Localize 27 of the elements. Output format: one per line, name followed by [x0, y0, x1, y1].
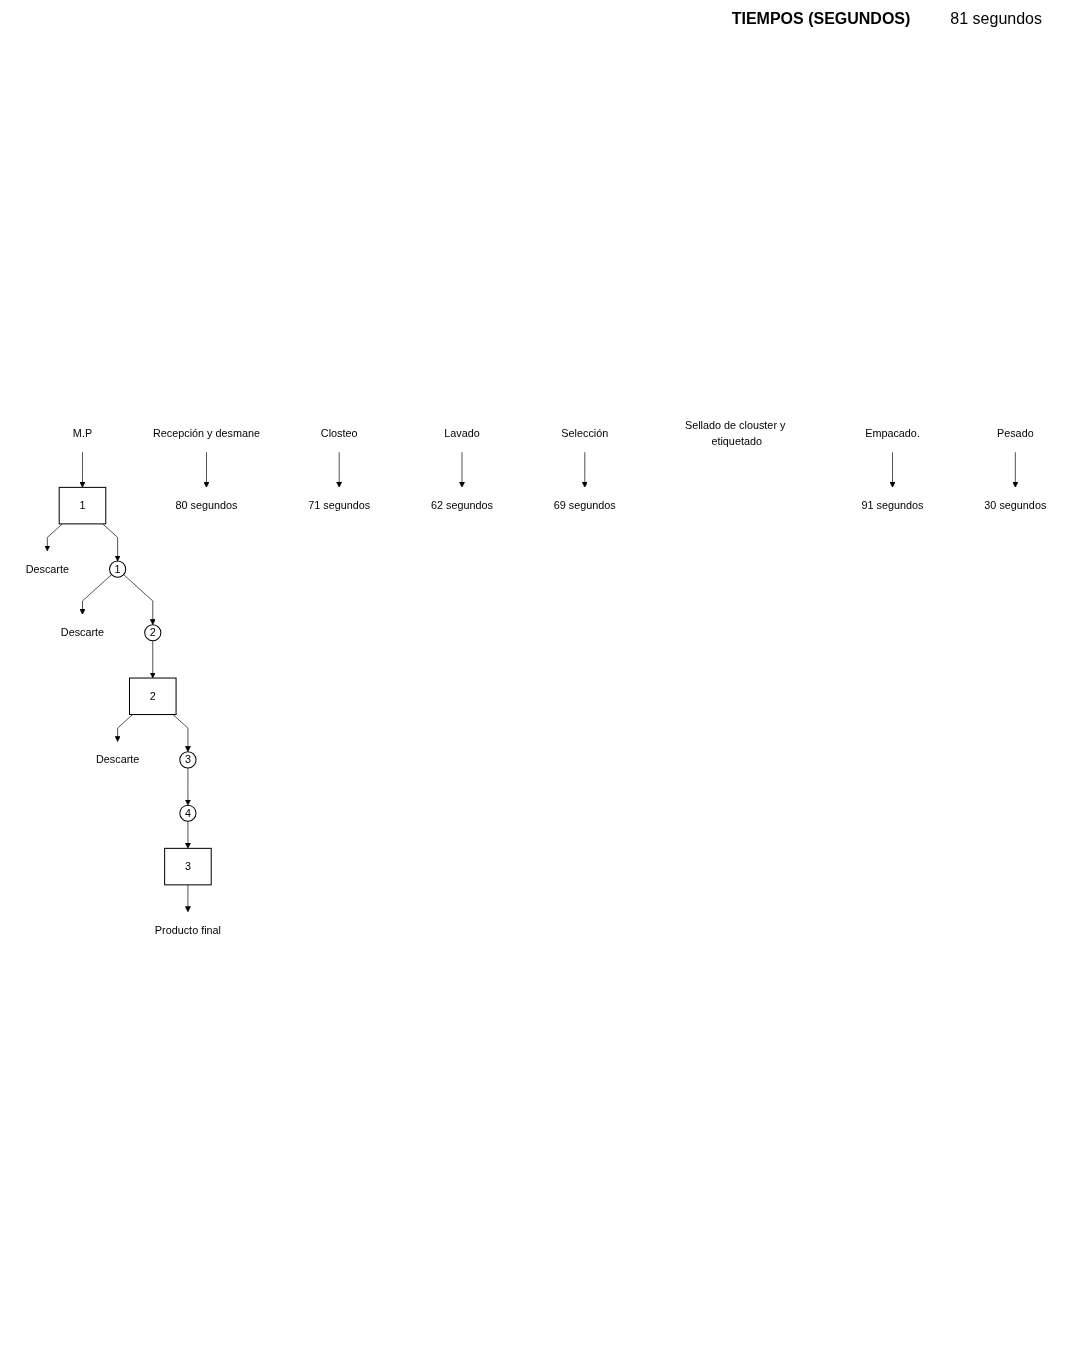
- node-circle: 1: [109, 560, 127, 578]
- column-heading: TIEMPOS (SEGUNDOS): [731, 10, 911, 28]
- node-text: Producto final: [154, 924, 221, 936]
- node-text: Sellado de clouster y etiquetado: [684, 419, 786, 448]
- node-text: Descarte: [95, 753, 140, 766]
- node-text: 80 segundos: [175, 499, 238, 512]
- time-note: 81 segundos: [950, 10, 1042, 28]
- node-circle: 4: [179, 804, 197, 822]
- node-text: 69 segundos: [553, 499, 616, 512]
- node-text: Empacado.: [865, 427, 920, 440]
- node-text: 71 segundos: [308, 499, 371, 512]
- node-text: 30 segundos: [984, 499, 1047, 512]
- node-text: Descarte: [25, 563, 69, 575]
- node-text: 62 segundos: [431, 499, 493, 512]
- node-box: 2: [128, 677, 177, 716]
- node-text: 91 segundos: [861, 499, 924, 512]
- node-box: 1: [58, 486, 107, 525]
- node-text: Descarte: [60, 626, 105, 639]
- node-text: Selección: [561, 427, 609, 440]
- node-text: Recepción y desmane: [152, 427, 260, 440]
- node-circle: 3: [179, 751, 197, 769]
- node-text: Closteo: [320, 427, 358, 440]
- node-text: Pesado: [996, 427, 1034, 440]
- node-box: 3: [164, 847, 212, 886]
- node-circle: 2: [144, 624, 162, 642]
- node-text: M.P: [72, 427, 93, 440]
- node-text: Lavado: [444, 427, 480, 440]
